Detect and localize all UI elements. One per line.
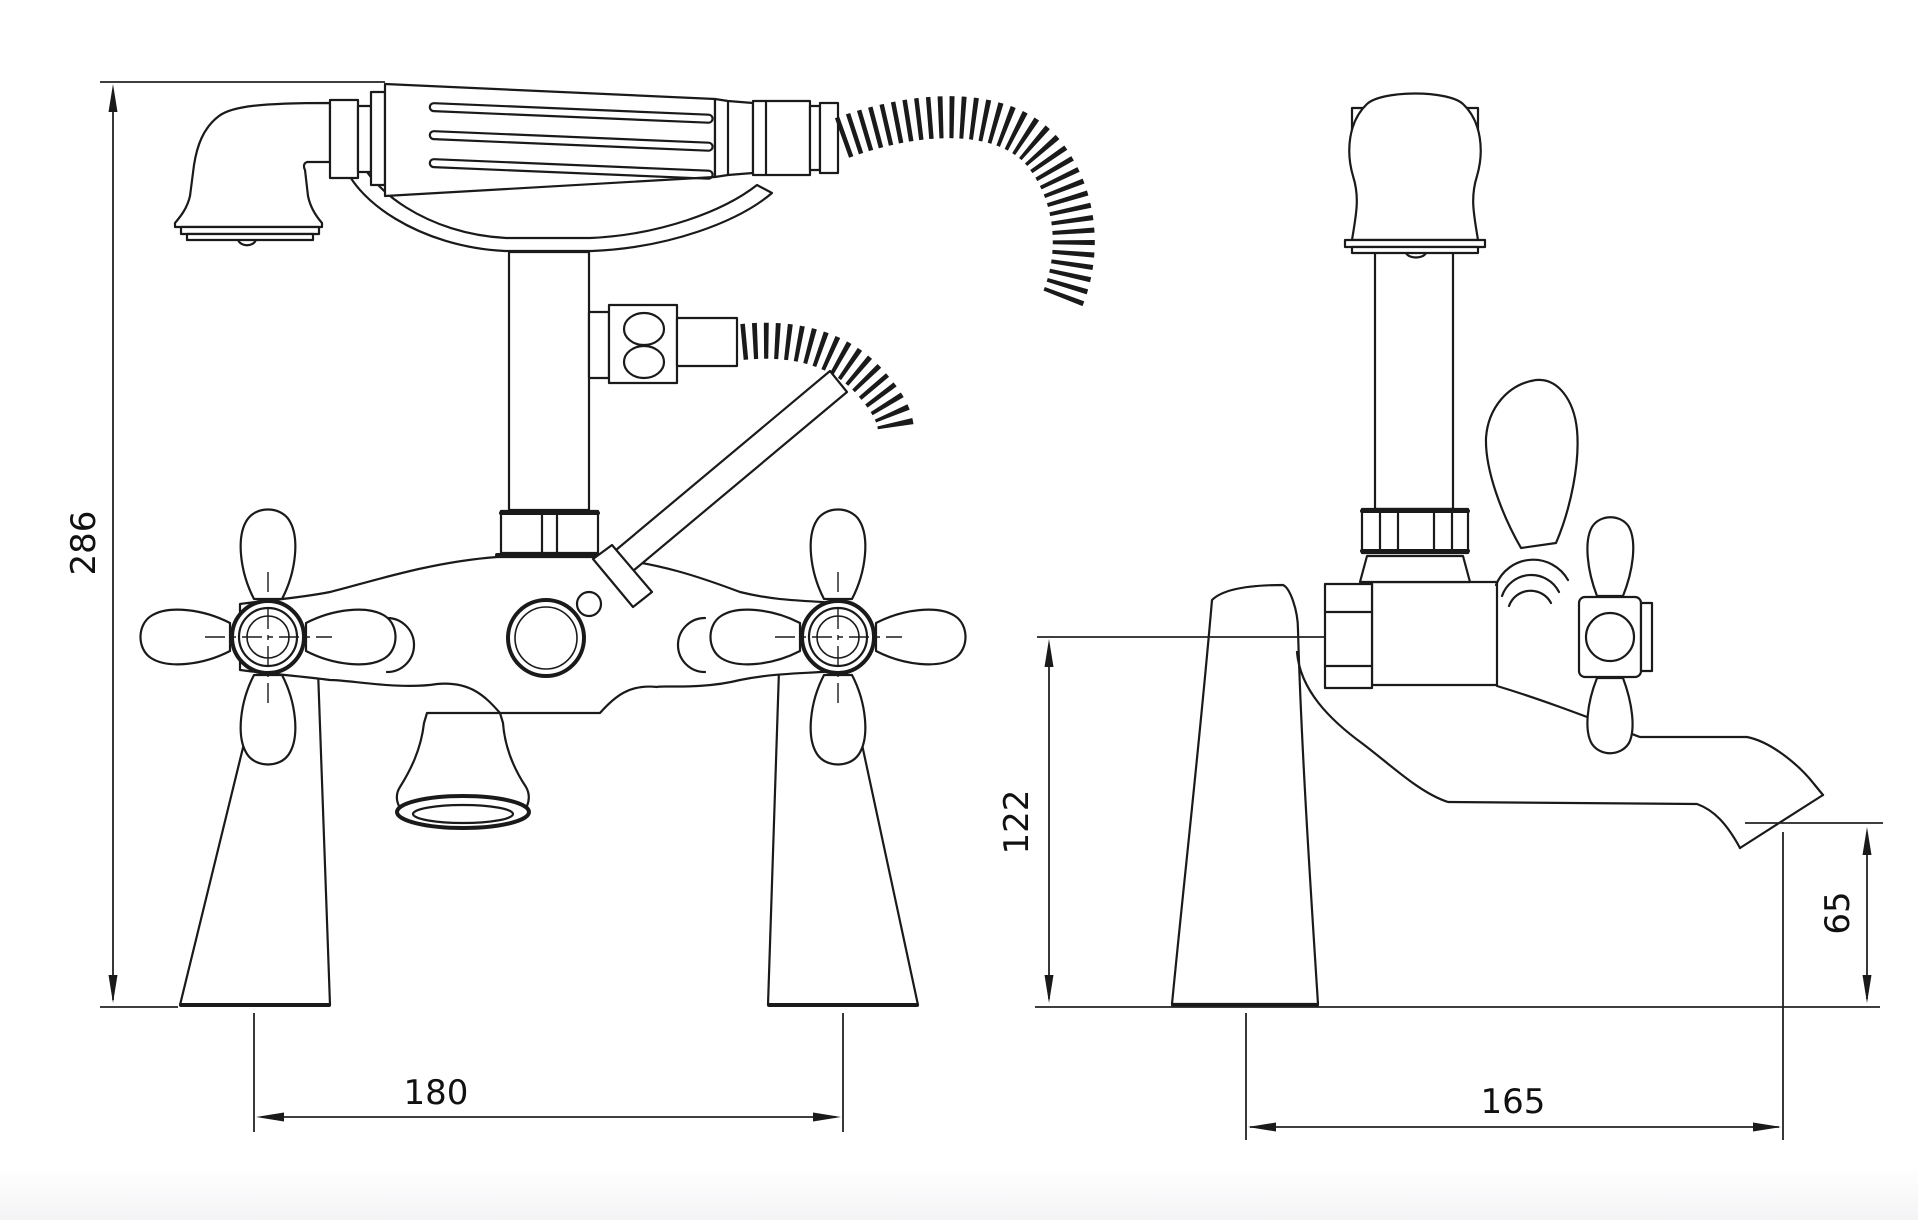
handset-nub xyxy=(236,238,258,247)
dimension-spout-reach: 165 xyxy=(1245,832,1784,1140)
diverter-hub xyxy=(506,598,586,678)
dim-label-286: 286 xyxy=(64,511,104,576)
union-nut xyxy=(1323,582,1374,690)
front-view: 286 180 xyxy=(64,81,1095,1132)
handset-front xyxy=(173,82,840,247)
side-view: 122 65 165 xyxy=(997,92,1883,1140)
dimension-tail-centres: 180 xyxy=(253,1013,844,1132)
dim-label-165: 165 xyxy=(1481,1082,1546,1122)
cross-handle-right xyxy=(709,508,967,766)
mixer-body-side xyxy=(1370,580,1499,687)
dimension-spout-clearance: 65 xyxy=(1745,822,1883,1003)
spout-front xyxy=(395,711,531,830)
spout-mouth xyxy=(1738,793,1825,850)
spout-rim-inner xyxy=(411,803,515,825)
shower-hose-upper-segment xyxy=(834,96,1095,312)
dimension-overall-height: 286 xyxy=(64,81,385,1008)
dim-label-122: 122 xyxy=(997,790,1037,855)
diverter-lever xyxy=(575,369,849,618)
valve-bonnet-left xyxy=(385,616,416,674)
pillar-leg-side xyxy=(1170,583,1320,1006)
handset-grip xyxy=(383,82,717,198)
dimension-body-height: 122 xyxy=(997,636,1325,1003)
lever-handle-side xyxy=(1484,378,1579,608)
handset-cradle xyxy=(340,148,774,253)
dim-label-65: 65 xyxy=(1818,891,1858,934)
shower-hose-lower-segment xyxy=(740,322,914,433)
column-nut xyxy=(495,509,602,557)
valve-bonnet-right xyxy=(676,616,707,674)
spout-side xyxy=(1295,650,1825,850)
lever-collar xyxy=(591,543,654,609)
riser-tube-side xyxy=(1373,236,1455,511)
cross-handle-left xyxy=(139,508,397,766)
handset-side xyxy=(1343,92,1487,259)
page-bottom-fade xyxy=(0,1165,1918,1220)
lever-tip xyxy=(575,590,603,618)
tube-nut xyxy=(1360,507,1470,555)
centerline-right-valve xyxy=(775,572,902,706)
hose-connector-joint xyxy=(587,303,739,385)
hose-coupling xyxy=(713,97,840,179)
riser-column xyxy=(507,250,591,512)
centerline-left-valve xyxy=(205,572,332,706)
dim-label-180: 180 xyxy=(404,1073,469,1113)
cross-handle-side xyxy=(1577,516,1654,755)
